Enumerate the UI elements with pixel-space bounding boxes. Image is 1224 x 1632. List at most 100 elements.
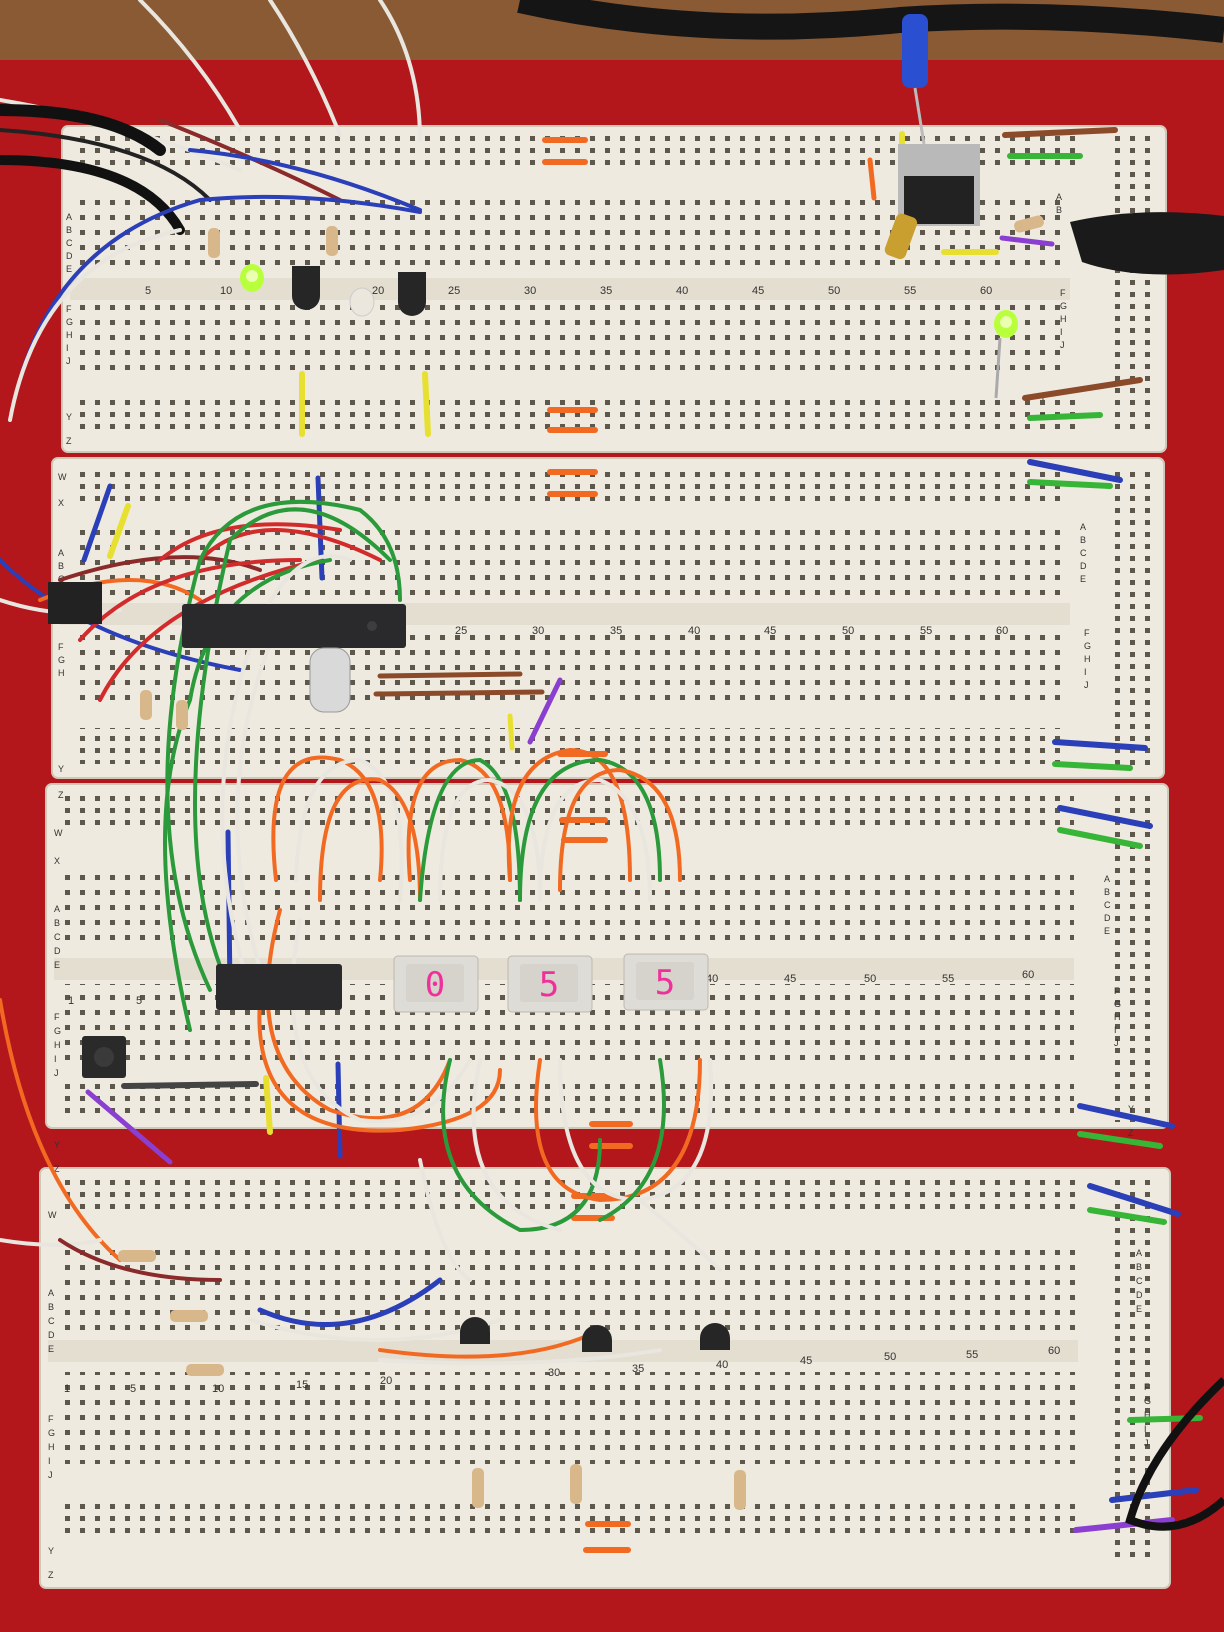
svg-text:B: B	[1136, 1262, 1142, 1272]
board-4-row-letters: W A B C D E F G H I J Y Z A B C D E F G …	[48, 1210, 1151, 1580]
svg-text:G: G	[1060, 301, 1067, 311]
svg-text:B: B	[1080, 535, 1086, 545]
svg-text:B: B	[66, 225, 72, 235]
svg-text:B: B	[48, 1302, 54, 1312]
svg-text:C: C	[1104, 900, 1111, 910]
col-num: 55	[904, 285, 916, 297]
svg-text:Z: Z	[1128, 1128, 1134, 1138]
svg-text:1: 1	[64, 1383, 70, 1395]
svg-text:J: J	[48, 1470, 53, 1480]
svg-text:X: X	[54, 856, 60, 866]
svg-text:G: G	[1114, 999, 1121, 1009]
svg-text:F: F	[66, 304, 72, 314]
microcontroller-ic	[182, 604, 406, 648]
svg-text:F: F	[1084, 628, 1090, 638]
svg-text:A: A	[1104, 874, 1110, 884]
col-num: 60	[980, 285, 992, 297]
breadboard-4	[39, 1167, 1171, 1589]
svg-text:Y: Y	[54, 1140, 60, 1150]
svg-text:F: F	[58, 642, 64, 652]
svg-text:D: D	[54, 946, 61, 956]
svg-text:Y: Y	[58, 764, 64, 774]
svg-text:W: W	[54, 828, 63, 838]
svg-text:C: C	[1136, 1276, 1143, 1286]
svg-text:50: 50	[884, 1351, 896, 1363]
flying-wires	[0, 0, 662, 1366]
svg-text:F: F	[54, 1012, 60, 1022]
col-num: 20	[372, 285, 384, 297]
svg-text:A: A	[54, 904, 60, 914]
svg-text:C: C	[1080, 548, 1087, 558]
black-cable-bottom	[1125, 1377, 1224, 1531]
digit-2: 5	[539, 965, 559, 1005]
svg-text:H: H	[66, 330, 73, 340]
svg-text:15: 15	[296, 1379, 308, 1391]
svg-text:E: E	[1104, 926, 1110, 936]
svg-text:G: G	[58, 655, 65, 665]
clear-led	[349, 287, 375, 317]
board-3-column-numbers: 1 5 40 45 50 55 60	[68, 969, 1034, 1007]
svg-text:D: D	[1080, 561, 1087, 571]
svg-text:H: H	[1060, 314, 1067, 324]
seven-segment-display-2: 5	[507, 955, 593, 1013]
svg-text:I: I	[48, 1456, 51, 1466]
svg-text:H: H	[1084, 654, 1091, 664]
svg-text:H: H	[48, 1442, 55, 1452]
svg-text:E: E	[66, 264, 72, 274]
seven-segment-display-3: 5	[623, 953, 709, 1011]
resistors	[118, 215, 1044, 1510]
svg-text:30: 30	[532, 625, 544, 637]
svg-text:H: H	[58, 668, 65, 678]
svg-text:60: 60	[1048, 1345, 1060, 1357]
svg-text:35: 35	[632, 1363, 644, 1375]
black-cable	[517, 0, 1224, 43]
svg-text:1: 1	[68, 995, 74, 1007]
svg-text:10: 10	[212, 1383, 224, 1395]
svg-text:B: B	[1056, 205, 1062, 215]
svg-text:20: 20	[380, 1375, 392, 1387]
board-4-column-numbers: 1 5 10 15 20 30 35 40 45 50 55 60	[64, 1345, 1060, 1395]
electrolytic-capacitor	[884, 213, 918, 260]
svg-text:5: 5	[136, 995, 142, 1007]
svg-text:F: F	[1144, 1382, 1150, 1392]
svg-text:I: I	[1060, 327, 1063, 337]
svg-text:D: D	[66, 251, 73, 261]
svg-text:60: 60	[996, 625, 1008, 637]
svg-text:55: 55	[942, 973, 954, 985]
svg-text:A: A	[1056, 192, 1062, 202]
svg-text:Z: Z	[48, 1570, 54, 1580]
svg-text:55: 55	[920, 625, 932, 637]
svg-text:35: 35	[610, 625, 622, 637]
green-led-right	[994, 310, 1018, 399]
svg-text:J: J	[54, 1068, 59, 1078]
board-1-row-letters: A B C D E F G H I J Y Z A B F G H I J Y …	[66, 192, 1067, 446]
svg-text:A: A	[1080, 522, 1086, 532]
svg-text:I: I	[1084, 667, 1087, 677]
svg-text:F: F	[48, 1414, 54, 1424]
svg-text:40: 40	[706, 973, 718, 985]
svg-text:H: H	[1114, 1012, 1121, 1022]
pushbutton	[82, 1036, 126, 1078]
svg-text:J: J	[1060, 340, 1065, 350]
svg-text:G: G	[1084, 641, 1091, 651]
svg-text:J: J	[1084, 680, 1089, 690]
svg-text:30: 30	[548, 1367, 560, 1379]
voltage-regulator	[898, 144, 980, 226]
svg-text:H: H	[1144, 1410, 1151, 1420]
board-2-column-numbers: 25 30 35 40 45 50 55 60	[455, 625, 1008, 637]
digit-1: 0	[425, 965, 445, 1005]
svg-text:G: G	[66, 317, 73, 327]
transistors	[292, 266, 730, 1352]
crystal-oscillator	[309, 647, 351, 713]
svg-text:C: C	[48, 1316, 55, 1326]
svg-text:Y: Y	[1128, 1104, 1134, 1114]
terminal-rows-fghij	[80, 300, 1060, 375]
seven-segment-display-1: 0	[393, 955, 479, 1013]
svg-text:E: E	[48, 1344, 54, 1354]
svg-text:D: D	[1104, 913, 1111, 923]
svg-text:H: H	[54, 1040, 61, 1050]
svg-text:B: B	[1104, 887, 1110, 897]
svg-text:I: I	[1144, 1424, 1147, 1434]
breadboard-3	[45, 783, 1169, 1129]
